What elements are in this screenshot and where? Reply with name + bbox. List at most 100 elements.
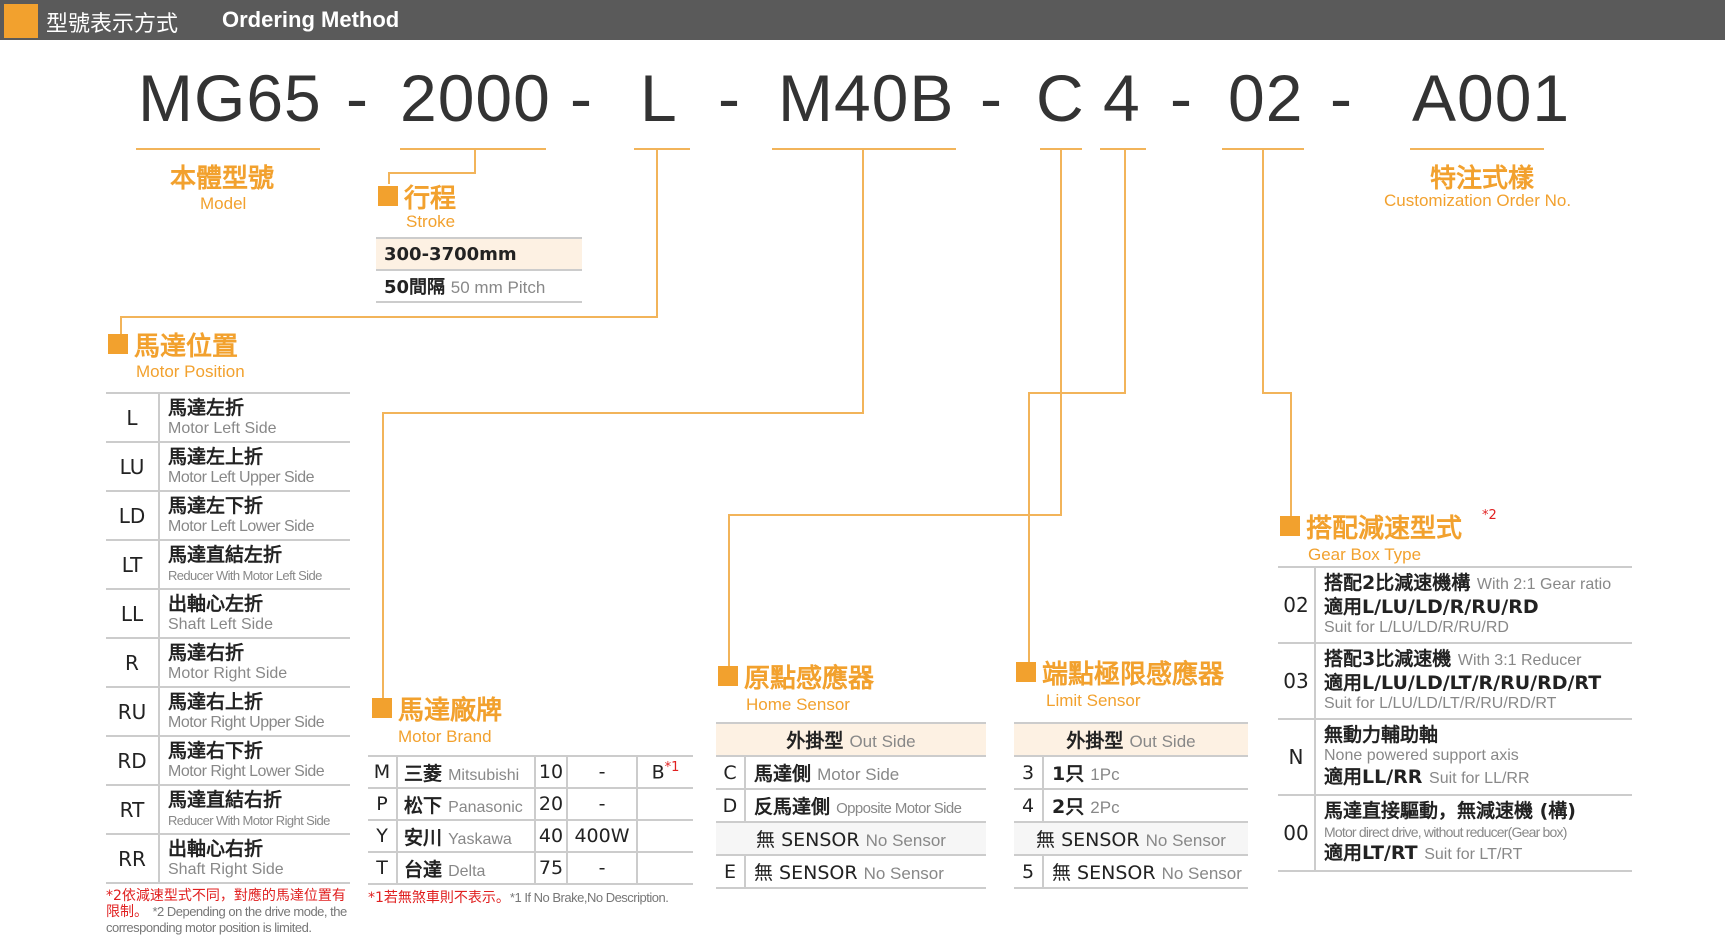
note-en: *1 If No Brake,No Description. — [509, 890, 669, 905]
row-en: Motor Right Upper Side — [168, 714, 325, 731]
none-zh: 無 SENSOR — [756, 829, 860, 851]
row-zh: 馬達右折 — [168, 642, 245, 664]
row-zh: 搭配3比減速機 — [1324, 648, 1452, 670]
connector — [862, 150, 864, 414]
code-cell: LU — [106, 442, 160, 492]
code-cell: T — [368, 852, 398, 885]
connector — [728, 514, 730, 666]
table-row: 外掛型 Out Side — [716, 722, 986, 757]
home-sensor-marker — [718, 666, 738, 686]
row-en: Motor Left Side — [168, 420, 277, 437]
gearbox-marker — [1280, 516, 1300, 536]
stroke-pitch-en: 50 mm Pitch — [450, 278, 546, 297]
code-cell: Y — [368, 820, 398, 853]
table-row: 無 SENSOR No Sensor — [716, 822, 986, 856]
row-zh: 出軸心右折 — [168, 838, 264, 860]
brand-en: Mitsubishi — [448, 766, 520, 784]
none-en: No Sensor — [1145, 831, 1226, 850]
header-zh: 外掛型 — [1066, 730, 1124, 752]
motor-position-title-en: Motor Position — [136, 362, 245, 381]
code-cell: RU — [106, 687, 160, 737]
gearbox-sup: *2 — [1482, 508, 1497, 523]
stroke-title-zh: 行程 — [404, 184, 457, 214]
code-dash: - — [980, 61, 1003, 135]
code-model: MG65 — [138, 61, 322, 135]
gearbox-title-en: Gear Box Type — [1308, 545, 1422, 564]
row-zh: 反馬達側 — [754, 796, 831, 818]
power-cell: - — [567, 755, 638, 789]
row-zh: 馬達直接驅動，無減速機 (構) — [1324, 800, 1576, 822]
note-en: *2 Depending on the drive mode, the corr… — [106, 904, 347, 935]
connector — [1060, 150, 1062, 516]
row-zh: 馬達側 — [754, 763, 812, 785]
code-dash: - — [718, 61, 741, 135]
row-en: Motor Right Side — [168, 665, 288, 682]
underline-position — [634, 148, 690, 150]
row-zh: 2只 — [1052, 796, 1085, 818]
none-en: No Sensor — [865, 831, 946, 850]
row-zh: 無動力輔助軸 — [1324, 724, 1439, 746]
motor-brand-note: *1若無煞車則不表示。*1 If No Brake,No Description… — [368, 890, 708, 906]
note-zh: *2依減速型式不同，對應的馬達位置有限制。 — [106, 888, 346, 920]
code-cell: L — [106, 392, 160, 443]
row-zh: 馬達直結右折 — [168, 789, 283, 811]
home-sensor-title-zh: 原點感應器 — [744, 664, 875, 694]
table-row: 外掛型 Out Side — [1014, 722, 1248, 757]
stroke-title-en: Stroke — [406, 212, 456, 231]
code-stroke: 2000 — [400, 61, 551, 135]
home-sensor-title-en: Home Sensor — [746, 695, 850, 714]
code-dash: - — [1330, 61, 1353, 135]
model-title-zh: 本體型號 — [170, 164, 275, 194]
code-limit: 4 — [1103, 61, 1141, 135]
code-cell: 02 — [1278, 566, 1316, 644]
code-home: C — [1036, 61, 1085, 135]
code-cell: 4 — [1014, 789, 1044, 823]
code-cell: RT — [106, 785, 160, 835]
stroke-range: 300-3700mm — [376, 237, 582, 271]
connector — [382, 412, 864, 414]
custom-title-en: Customization Order No. — [1384, 191, 1572, 210]
stroke-pitch: 50間隔 50 mm Pitch — [376, 270, 582, 303]
underline-stroke — [400, 148, 546, 150]
header-title-zh: 型號表示方式 — [46, 12, 179, 37]
code-cell: LD — [106, 491, 160, 541]
header-en: Out Side — [1129, 732, 1196, 751]
stroke-pitch-zh: 50間隔 — [384, 277, 446, 298]
motor-position-note: *2依減速型式不同，對應的馬達位置有限制。 *2 Depending on th… — [106, 888, 356, 936]
code-dash: - — [346, 61, 369, 135]
row-en: None powered support axis — [1324, 747, 1519, 764]
watt-cell: 10 — [535, 755, 568, 789]
row-en: No Sensor — [1161, 864, 1242, 883]
underline-brand — [772, 148, 956, 150]
row-zh: 馬達右上折 — [168, 691, 264, 713]
row-zh: 無 SENSOR — [1052, 862, 1156, 884]
connector — [1028, 392, 1030, 662]
brand-en: Panasonic — [448, 798, 523, 816]
header-title-en: Ordering Method — [222, 7, 400, 32]
code-cell: 3 — [1014, 756, 1044, 790]
brake-cell — [637, 852, 693, 885]
connector — [1124, 150, 1126, 394]
row-zh: 馬達左下折 — [168, 495, 264, 517]
row-suit-en: Suit for L/LU/LD/LT/R/RU/RD/RT — [1324, 695, 1557, 712]
row-zh: 馬達左上折 — [168, 446, 264, 468]
row-en: Motor Right Lower Side — [168, 763, 325, 780]
motor-position-title-zh: 馬達位置 — [134, 332, 239, 362]
row-en: 1Pc — [1090, 765, 1120, 784]
